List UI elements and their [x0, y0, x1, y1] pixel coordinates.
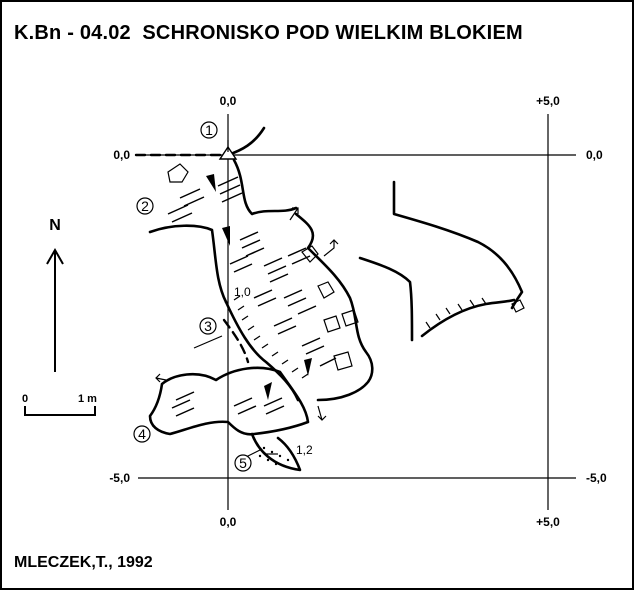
scale-end-label: 1 m	[78, 393, 97, 405]
grid-label-left-y0: 0,0	[113, 148, 130, 162]
depth-label-1: 1,0	[234, 285, 251, 299]
map-title: K.Bn - 04.02 SCHRONISKO POD WIELKIM BLOK…	[14, 22, 523, 44]
scale-bar: 0 1 m	[22, 393, 97, 416]
point-3-label: 3	[204, 318, 212, 334]
floor-hatching	[167, 176, 337, 417]
sediment-area	[258, 446, 290, 468]
grid-label-right-y0: 0,0	[586, 148, 603, 162]
cross-section-lines	[193, 140, 261, 463]
rock-wedges	[206, 174, 312, 400]
direction-arrows	[155, 207, 339, 421]
boulders	[167, 163, 525, 371]
depth-label-2: 1,2	[296, 443, 313, 457]
slope-ticks	[233, 295, 487, 379]
grid-label-left-y5: -5,0	[109, 471, 130, 485]
north-arrow: N	[46, 217, 64, 372]
point-2-label: 2	[141, 198, 149, 214]
survey-point-marker	[218, 145, 238, 160]
author-credit: MLECZEK,T., 1992	[14, 554, 153, 571]
grid-label-bottom-x5: +5,0	[536, 515, 560, 529]
point-4-label: 4	[138, 426, 146, 442]
point-1-label: 1	[205, 122, 213, 138]
point-5-label: 5	[239, 455, 247, 471]
side-passage-walls	[358, 180, 524, 342]
grid-label-right-y5: -5,0	[586, 471, 607, 485]
coordinate-grid	[138, 114, 576, 510]
grid-label-top-x0: 0,0	[220, 94, 237, 108]
grid-label-bottom-x0: 0,0	[220, 515, 237, 529]
north-label: N	[49, 217, 61, 234]
grid-label-top-x5: +5,0	[536, 94, 560, 108]
scale-start-label: 0	[22, 393, 28, 405]
section-points: 1 2 3 4 5	[133, 121, 252, 472]
cave-walls	[134, 126, 374, 472]
